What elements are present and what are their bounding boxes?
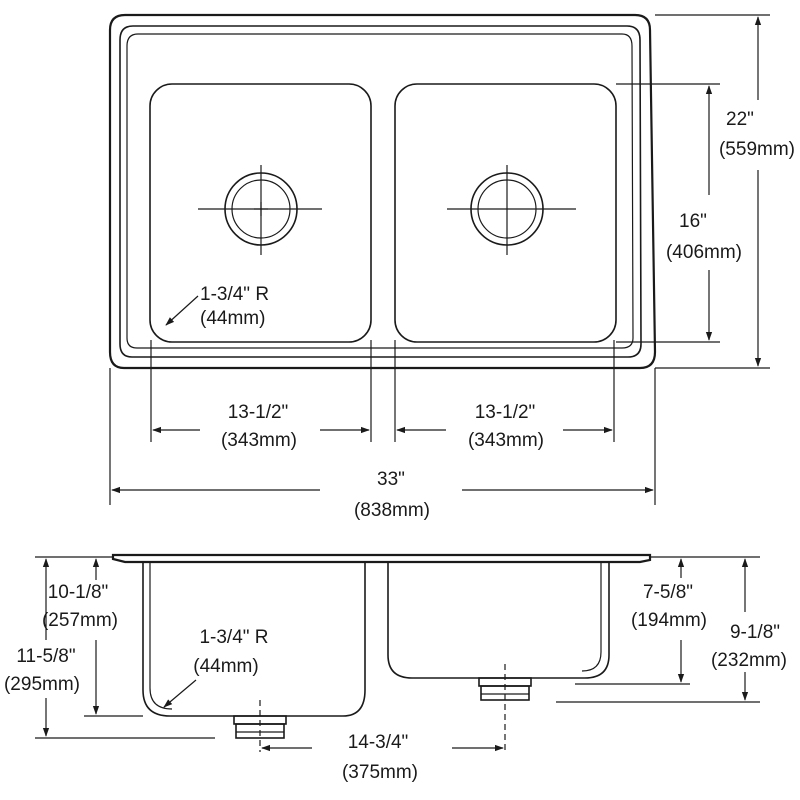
sink-inner-rim (119, 25, 642, 358)
right-bowl-width-metric: (343mm) (468, 430, 544, 451)
overall-width-metric: (838mm) (354, 500, 430, 521)
sink-deck-line (126, 33, 634, 349)
sink-flange (111, 553, 652, 564)
right-bowl-profile-inner (581, 562, 602, 672)
bowl-depth-metric: (406mm) (666, 242, 742, 263)
sink-outer-rim (108, 13, 657, 370)
right-overall-height-imperial: 9-1/8" (730, 622, 780, 643)
corner-radius-side-imperial: 1-3/4" R (199, 627, 268, 648)
overall-depth-metric: (559mm) (719, 139, 795, 160)
corner-radius-side-metric: (44mm) (193, 656, 258, 677)
corner-radius-side-leader (163, 679, 197, 708)
left-overall-height-imperial: 11-5/8" (16, 646, 75, 667)
bowl-depth-imperial: 16" (679, 211, 707, 232)
overall-width-imperial: 33" (377, 469, 405, 490)
left-inner-height-imperial: 10-1/8" (48, 582, 109, 603)
corner-radius-top-leader (165, 295, 199, 326)
right-drain (447, 165, 576, 255)
drain-spacing-imperial: 14-3/4" (348, 732, 409, 753)
right-bowl-profile (387, 562, 610, 679)
left-bowl-outline (149, 83, 372, 343)
right-inner-height-imperial: 7-5/8" (643, 582, 693, 603)
overall-depth-imperial: 22" (726, 109, 754, 130)
side-view: 10-1/8" (257mm) 11-5/8" (295mm) 1-3/4" R… (4, 553, 787, 783)
right-inner-height-metric: (194mm) (631, 610, 707, 631)
corner-radius-top-imperial: 1-3/4" R (200, 284, 269, 305)
left-bowl-profile-inner (149, 562, 173, 710)
right-bowl-outline (394, 83, 617, 343)
left-drain (198, 165, 322, 255)
drain-spacing-metric: (375mm) (342, 762, 418, 783)
left-overall-height-metric: (295mm) (4, 674, 80, 695)
left-bowl-width-imperial: 13-1/2" (228, 402, 289, 423)
top-view: 22" (559mm) 16" (406mm) 1-3/4" R (44mm) … (108, 13, 795, 521)
right-bowl-width-imperial: 13-1/2" (475, 402, 536, 423)
right-overall-height-metric: (232mm) (711, 650, 787, 671)
corner-radius-top-metric: (44mm) (200, 308, 265, 329)
left-inner-height-metric: (257mm) (42, 610, 118, 631)
left-bowl-width-metric: (343mm) (221, 430, 297, 451)
